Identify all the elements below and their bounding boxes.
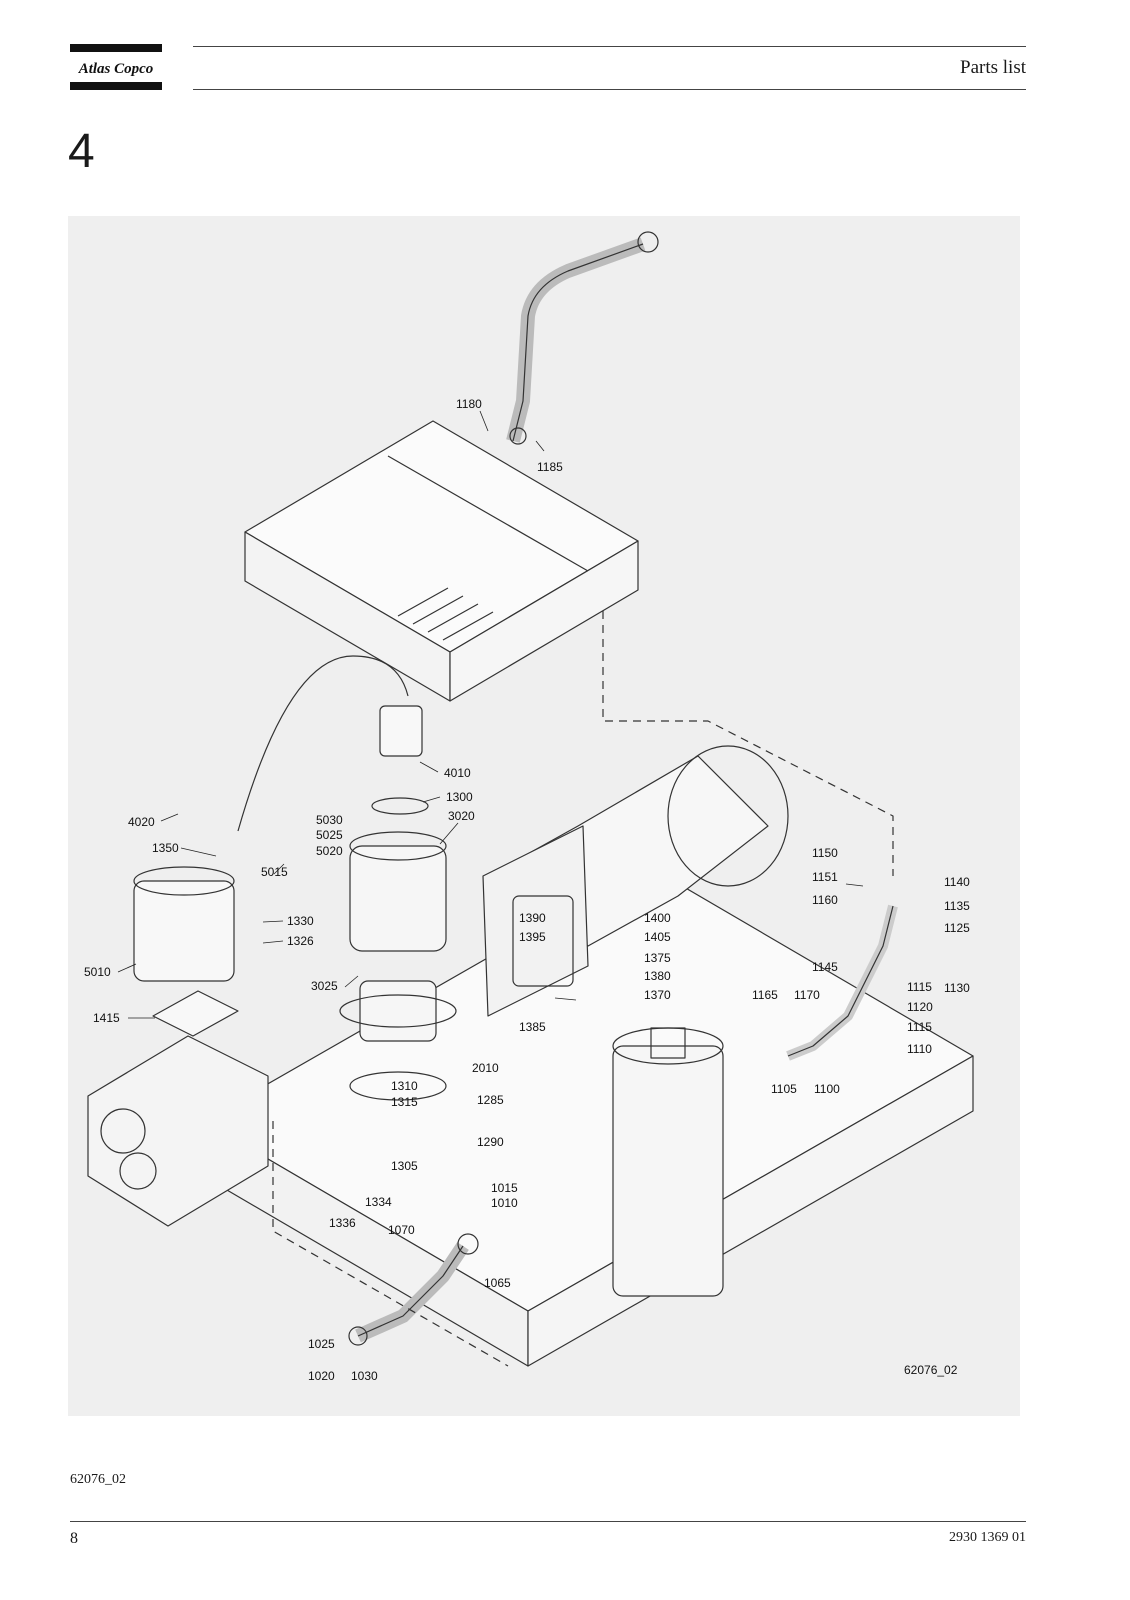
callout-5025: 5025 <box>316 828 343 842</box>
callout-1300: 1300 <box>446 790 473 804</box>
callout-1130: 1130 <box>944 981 970 995</box>
callout-1010: 1010 <box>491 1196 518 1210</box>
callout-1395: 1395 <box>519 930 546 944</box>
diagram-figure-code: 62076_02 <box>904 1363 958 1377</box>
lower-pipe <box>348 1233 479 1346</box>
callout-1115-upper: 1115 <box>907 980 932 994</box>
callout-1140: 1140 <box>944 875 970 889</box>
atlas-copco-logo: Atlas Copco <box>70 44 162 90</box>
callout-1065: 1065 <box>484 1276 511 1290</box>
callout-1385: 1385 <box>519 1020 546 1034</box>
page-number: 8 <box>70 1530 78 1547</box>
header-rule-bottom <box>193 89 1026 90</box>
document-number: 2930 1369 01 <box>949 1530 1026 1545</box>
callout-1160: 1160 <box>812 893 838 907</box>
dashed-route <box>602 611 894 876</box>
callout-1330: 1330 <box>287 914 314 928</box>
callout-1315: 1315 <box>391 1095 418 1109</box>
callout-1334: 1334 <box>365 1195 392 1209</box>
callout-4010: 4010 <box>444 766 471 780</box>
callout-1415: 1415 <box>93 1011 120 1025</box>
compressor-element <box>87 1035 269 1227</box>
oil-separator-vessel <box>612 1027 724 1297</box>
callout-1170: 1170 <box>794 988 820 1002</box>
callout-1400: 1400 <box>644 911 671 925</box>
motor <box>482 745 789 1017</box>
callout-1150: 1150 <box>812 846 838 860</box>
header-title: Parts list <box>960 57 1026 78</box>
figure-caption: 62076_02 <box>70 1472 126 1487</box>
callout-1020: 1020 <box>308 1369 335 1383</box>
callout-2010: 2010 <box>472 1061 499 1075</box>
callout-1025: 1025 <box>308 1337 335 1351</box>
callout-1336: 1336 <box>329 1216 356 1230</box>
right-piping <box>786 904 898 1061</box>
callout-1120: 1120 <box>907 1000 933 1014</box>
section-number: 4 <box>68 125 95 178</box>
callout-1370: 1370 <box>644 988 671 1002</box>
logo-wordmark: Atlas Copco <box>78 61 154 77</box>
callout-1105: 1105 <box>771 1082 797 1096</box>
callout-1326: 1326 <box>287 934 314 948</box>
hose <box>237 655 409 832</box>
callout-1070: 1070 <box>388 1223 415 1237</box>
callout-labels: 1180 1185 4010 1300 3020 4020 5030 5025 … <box>84 397 970 1383</box>
callout-1100: 1100 <box>814 1082 840 1096</box>
callout-1285: 1285 <box>477 1093 504 1107</box>
callout-1165: 1165 <box>752 988 778 1002</box>
callout-4020: 4020 <box>128 815 155 829</box>
callout-1390: 1390 <box>519 911 546 925</box>
callout-1405: 1405 <box>644 930 671 944</box>
exploded-parts-diagram: 1180 1185 4010 1300 3020 4020 5030 5025 … <box>84 231 974 1383</box>
callout-1180: 1180 <box>456 397 482 411</box>
callout-1125: 1125 <box>944 921 970 935</box>
callout-1375: 1375 <box>644 951 671 965</box>
callout-1151: 1151 <box>812 870 838 884</box>
header-rule-top <box>193 46 1026 47</box>
callout-3020: 3020 <box>448 809 475 823</box>
callout-1015: 1015 <box>491 1181 518 1195</box>
callout-5020: 5020 <box>316 844 343 858</box>
callout-1110: 1110 <box>907 1042 932 1056</box>
callout-1135: 1135 <box>944 899 970 913</box>
callout-1380: 1380 <box>644 969 671 983</box>
callout-1310: 1310 <box>391 1079 418 1093</box>
filter-housing <box>133 866 239 1037</box>
callout-5015: 5015 <box>261 865 288 879</box>
callout-3025: 3025 <box>311 979 338 993</box>
cooler <box>244 420 639 702</box>
callout-1030: 1030 <box>351 1369 378 1383</box>
callout-1115-lower: 1115 <box>907 1020 932 1034</box>
callout-1145: 1145 <box>812 960 838 974</box>
callout-1185: 1185 <box>537 460 563 474</box>
air-filter <box>339 705 457 1101</box>
callout-5010: 5010 <box>84 965 111 979</box>
callout-1350: 1350 <box>152 841 179 855</box>
callout-5030: 5030 <box>316 813 343 827</box>
callout-1305: 1305 <box>391 1159 418 1173</box>
footer-rule <box>70 1521 1026 1522</box>
callout-1290: 1290 <box>477 1135 504 1149</box>
leader-lines <box>117 410 864 1019</box>
upper-pipe <box>506 231 659 445</box>
